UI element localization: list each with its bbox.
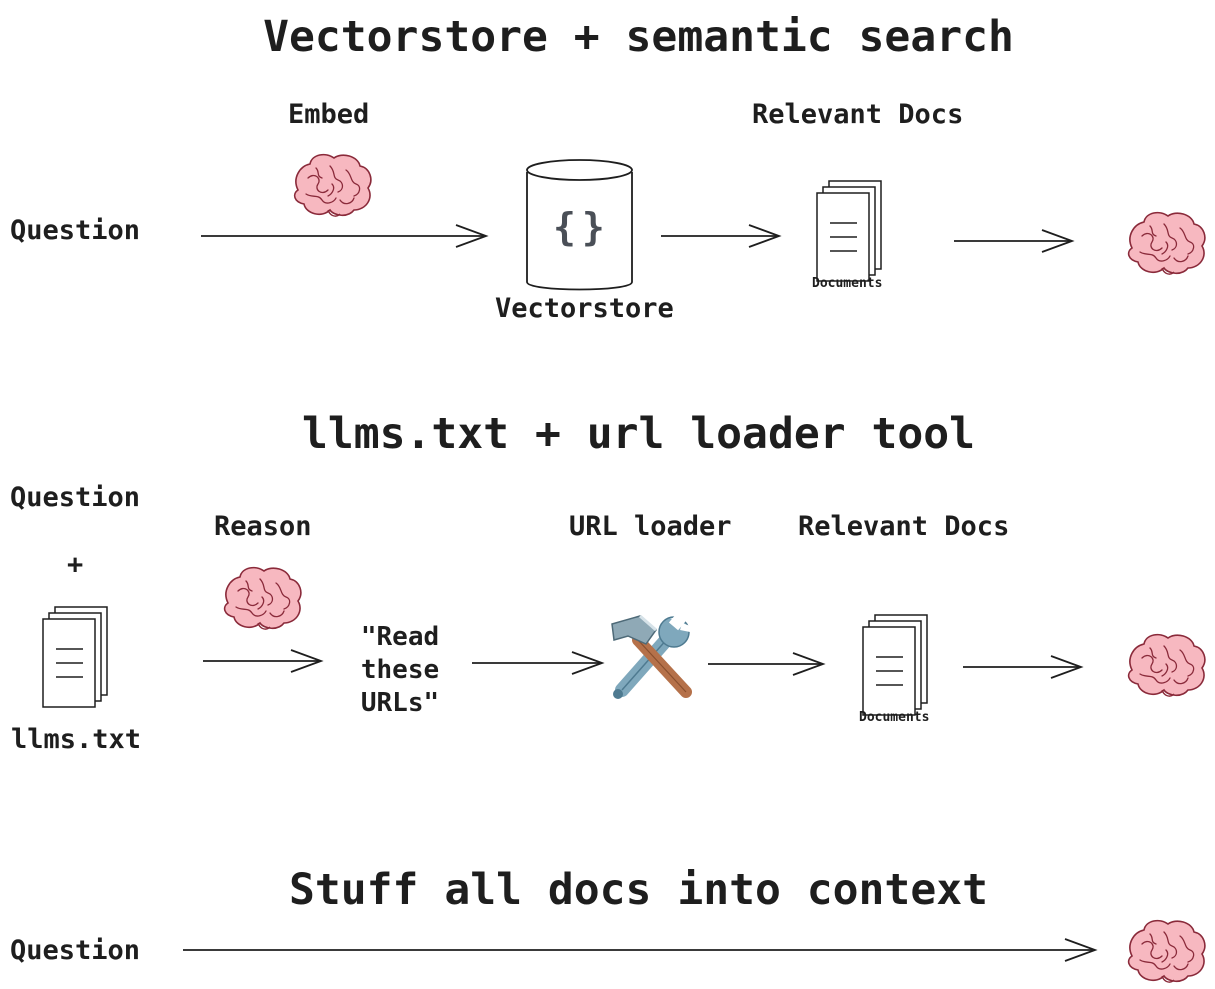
- documents-icon-llms: [42, 606, 108, 708]
- embed-label: Embed: [288, 99, 370, 130]
- relevant-docs-label-1: Relevant Docs: [752, 99, 964, 130]
- brain-icon-reason: [223, 566, 302, 630]
- reason-label: Reason: [214, 511, 312, 542]
- arrow-reason-to-tool: [472, 651, 605, 675]
- read-urls-text: "Read these URLs": [360, 622, 440, 718]
- plus-label: +: [67, 549, 84, 580]
- database-icon: [526, 159, 633, 291]
- arrow-question-to-vectorstore: [201, 224, 489, 248]
- documents-icon-2: [862, 614, 928, 716]
- arrow-docs-to-llm-1: [954, 229, 1075, 253]
- arrow-docs-to-llm-2: [963, 655, 1084, 679]
- arrow-question-to-llm-3: [183, 938, 1098, 962]
- brain-icon-llm-1: [1127, 211, 1206, 275]
- section-2-title: llms.txt + url loader tool: [301, 409, 976, 459]
- question-label-3: Question: [10, 935, 141, 966]
- relevant-docs-label-2: Relevant Docs: [798, 511, 1010, 542]
- section-3-title: Stuff all docs into context: [289, 865, 988, 915]
- documents-caption-1: Documents: [812, 276, 883, 291]
- url-loader-label: URL loader: [569, 511, 732, 542]
- arrow-vectorstore-to-docs: [661, 224, 782, 248]
- arrow-tool-to-docs: [708, 652, 826, 676]
- database-glyph: {}: [553, 205, 611, 249]
- brain-icon-llm-2: [1127, 633, 1206, 697]
- documents-caption-2: Documents: [859, 710, 930, 725]
- documents-icon-1: [816, 180, 882, 282]
- hammer-wrench-icon: [611, 611, 692, 699]
- vectorstore-label: Vectorstore: [495, 293, 674, 324]
- llms-txt-label: llms.txt: [11, 724, 142, 755]
- section-1-title: Vectorstore + semantic search: [263, 12, 1014, 62]
- question-label-2: Question: [10, 482, 141, 513]
- brain-icon-embed: [293, 153, 372, 217]
- brain-icon-llm-3: [1127, 919, 1206, 983]
- arrow-question-to-reason: [203, 649, 324, 673]
- question-label-1: Question: [10, 215, 141, 246]
